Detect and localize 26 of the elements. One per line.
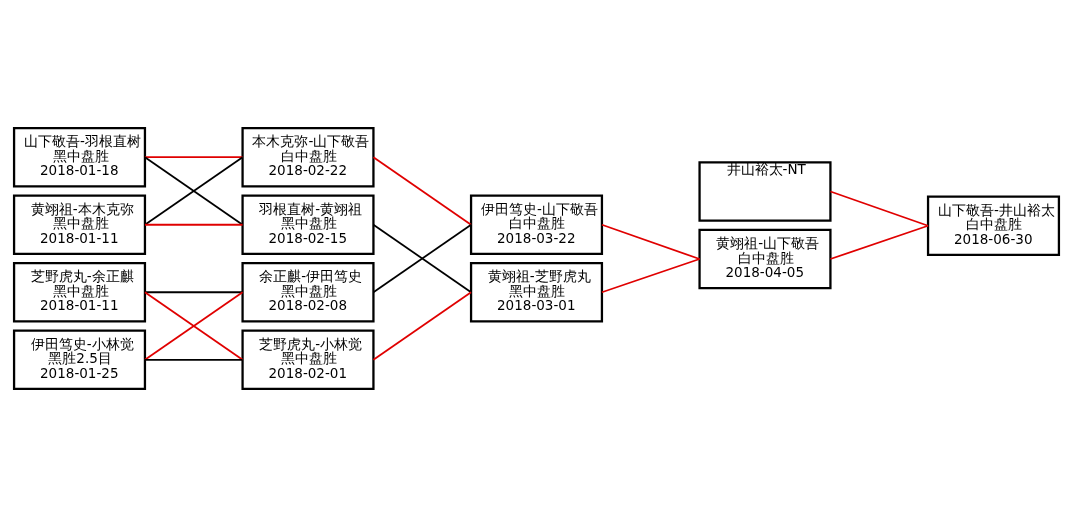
connector bbox=[144, 156, 244, 226]
node-box: 黄翊祖-本木克弥 黑中盘胜 2018-01-11 bbox=[12, 194, 147, 255]
connector bbox=[144, 223, 244, 226]
connector bbox=[829, 224, 929, 260]
connector bbox=[829, 190, 929, 227]
node-box: 山下敬吾-井山裕太 白中盘胜 2018-06-30 bbox=[926, 195, 1061, 256]
node-box: 伊田笃史-小林觉 黑胜2.5目 2018-01-25 bbox=[12, 329, 147, 390]
node-box: 黄翊祖-芝野虎丸 黑中盘胜 2018-03-01 bbox=[469, 262, 604, 323]
connector bbox=[144, 156, 244, 159]
node-box: 本木克弥-山下敬吾 白中盘胜 2018-02-22 bbox=[241, 127, 375, 188]
connector bbox=[601, 258, 701, 294]
connector bbox=[144, 358, 244, 361]
connector bbox=[144, 291, 244, 294]
connector bbox=[372, 291, 472, 361]
node-box: 芝野虎丸-余正麒 黑中盘胜 2018-01-11 bbox=[12, 262, 147, 323]
connector bbox=[144, 291, 244, 361]
node-box: 羽根直树-黄翊祖 黑中盘胜 2018-02-15 bbox=[241, 194, 375, 255]
node-box: 黄翊祖-山下敬吾 白中盘胜 2018-04-05 bbox=[698, 228, 832, 290]
node-box: 井山裕太-NT bbox=[698, 161, 832, 222]
connector bbox=[372, 223, 472, 294]
node-box: 芝野虎丸-小林觉 黑中盘胜 2018-02-01 bbox=[241, 329, 375, 390]
connector bbox=[372, 156, 472, 226]
node-box: 山下敬吾-羽根直树 黑中盘胜 2018-01-18 bbox=[12, 127, 147, 188]
connector bbox=[601, 223, 701, 260]
node-box: 余正麒-伊田笃史 黑中盘胜 2018-02-08 bbox=[241, 262, 375, 323]
node-box: 伊田笃史-山下敬吾 白中盘胜 2018-03-22 bbox=[469, 194, 604, 255]
